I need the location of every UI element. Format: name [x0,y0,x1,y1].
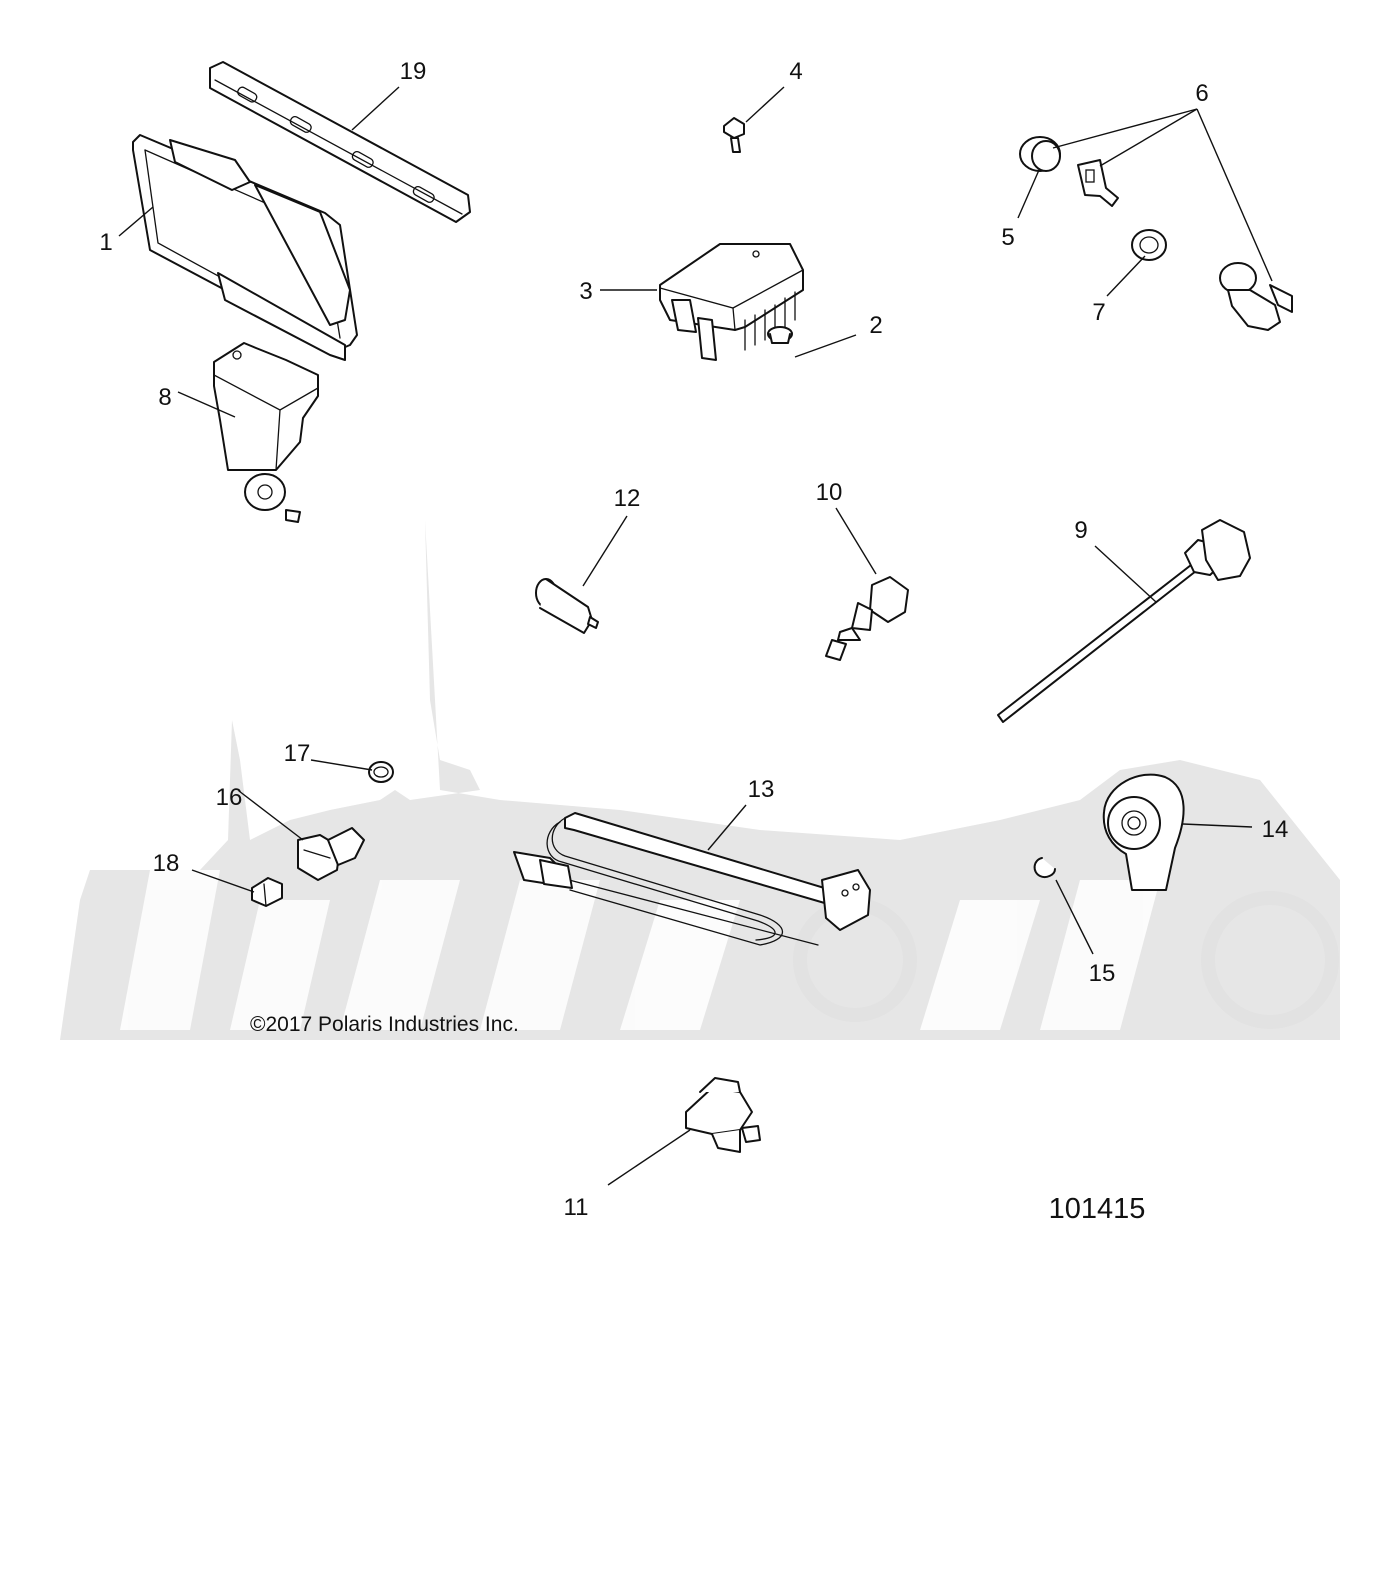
part-10-sensor [825,576,909,661]
part-19-bracket [209,61,471,223]
part-12-sensor [535,578,599,634]
callout-10: 10 [816,479,843,506]
callout-9: 9 [1074,517,1087,544]
callout-19: 19 [400,58,427,85]
leader-lines [118,86,1273,1186]
part-3-module [659,243,804,361]
part-6-switch [1219,262,1293,331]
part-7-nut [1131,229,1167,261]
reference-number: 101415 [1049,1193,1146,1225]
part-8-sensor [213,342,319,523]
part-16-sensor [297,827,365,881]
part-17-oring [368,761,394,783]
part-6-key [1077,159,1119,207]
part-15-clip [1033,857,1056,879]
callout-12: 12 [614,485,641,512]
part-18-bolt [251,877,283,907]
callout-11: 11 [564,1194,589,1221]
part-14-sensor [1102,773,1185,891]
callout-labels: 1 2 3 4 5 6 7 8 9 10 11 12 13 14 15 16 1… [99,58,1288,1221]
copyright-text: ©2017 Polaris Industries Inc. [250,1013,519,1036]
callout-2: 2 [869,312,882,339]
part-5-cap [1019,136,1061,172]
callout-18: 18 [153,850,180,877]
callout-17: 17 [284,740,311,767]
part-2-nut [767,326,793,344]
callout-13: 13 [748,776,775,803]
part-1-ecu [132,134,358,361]
callout-14: 14 [1262,816,1289,843]
callout-4: 4 [789,58,802,85]
part-11-switch [685,1077,761,1153]
callout-8: 8 [158,384,171,411]
callout-6: 6 [1195,80,1208,107]
callout-7: 7 [1092,299,1105,326]
callout-1: 1 [99,229,112,256]
callout-3: 3 [579,278,592,305]
callout-5: 5 [1001,224,1014,251]
callout-16: 16 [216,784,243,811]
callout-15: 15 [1089,960,1116,987]
part-13-harness [513,812,871,946]
part-9-sensor [997,519,1251,723]
part-4-screw [723,117,745,153]
watermark [60,520,1340,1040]
